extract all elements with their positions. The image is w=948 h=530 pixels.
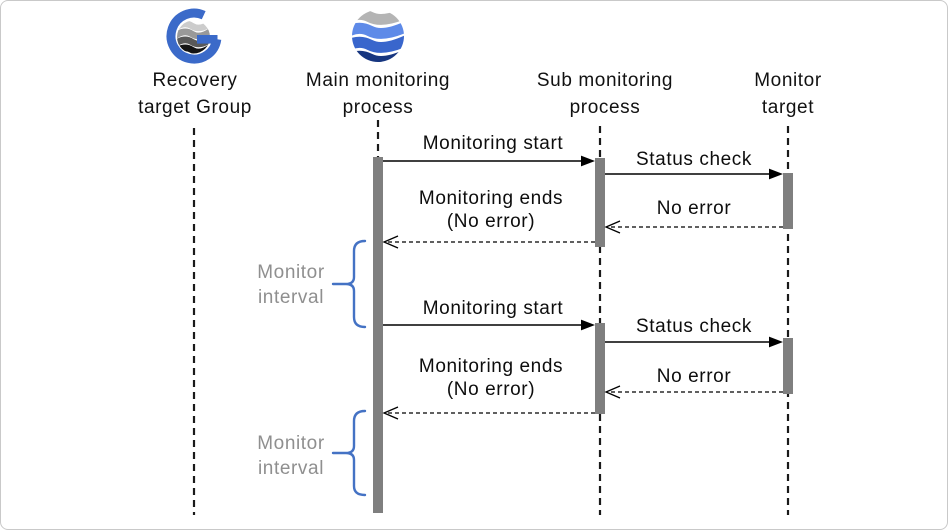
message-label-line: (No error) [446,379,536,400]
message-label-monitoring-start-1: Monitoring start [422,133,564,154]
participant-label-line: Main monitoring [305,70,451,91]
participant-label-line: process [342,97,414,118]
activation-bar-sub-2 [595,323,605,414]
arrowhead-solid [581,319,595,331]
message-label-status-check-2: Status check [636,316,752,337]
message-label-no-error-1: No error [656,198,732,219]
message-label-line: (No error) [446,211,536,232]
participant-recovery-target-group: Recovery target Group [138,67,252,121]
interval-label-line: Monitor [257,262,325,283]
g-globe-icon [166,8,222,64]
participant-label-line: Sub monitoring [536,70,674,91]
message-label-status-check-1: Status check [636,149,752,170]
message-label-monitoring-ends-2: Monitoring ends (No error) [419,355,563,401]
arrowhead-solid [581,155,595,167]
arrow-status-check-2 [605,336,783,348]
arrow-no-error-2 [604,385,783,399]
arrow-monitoring-start-2 [383,319,595,331]
arrowhead-open [604,385,621,399]
activation-bar-target-2 [783,338,793,394]
arrowhead-open [382,235,399,249]
interval-label-2: Monitor interval [257,431,325,481]
arrowhead-solid [769,336,783,348]
participant-label-line: target Group [138,97,252,118]
activation-bar-sub-1 [595,158,605,247]
interval-label-line: Monitor [257,433,325,454]
arrowhead-open [382,406,399,420]
message-label-monitoring-start-2: Monitoring start [422,298,564,319]
interval-label-line: interval [257,287,325,308]
message-label-monitoring-ends-1: Monitoring ends (No error) [419,187,563,233]
participant-label-line: process [569,97,641,118]
arrow-monitoring-start-1 [383,155,595,167]
interval-brace-1 [331,239,367,329]
interval-label-line: interval [257,458,325,479]
interval-label-1: Monitor interval [257,260,325,310]
arrow-no-error-1 [604,220,783,234]
interval-brace-2 [331,409,367,497]
participant-sub-monitoring-process: Sub monitoring process [537,67,673,121]
participant-label-line: Monitor [754,70,822,91]
arrow-status-check-1 [605,168,783,180]
arrowhead-solid [769,168,783,180]
arrow-monitoring-ends-1 [382,235,595,249]
participant-label-line: Recovery [152,70,238,91]
arrowhead-open [604,220,621,234]
message-label-line: Monitoring ends [418,356,564,377]
message-label-no-error-2: No error [656,366,732,387]
activation-bar-main [373,157,383,513]
participant-label-line: target [761,97,815,118]
arrow-monitoring-ends-2 [382,406,595,420]
participant-main-monitoring-process: Main monitoring process [306,67,450,121]
wave-sphere-icon [350,8,406,64]
participant-monitor-target: Monitor target [754,67,822,121]
message-label-line: Monitoring ends [418,188,564,209]
activation-bar-target-1 [783,173,793,229]
